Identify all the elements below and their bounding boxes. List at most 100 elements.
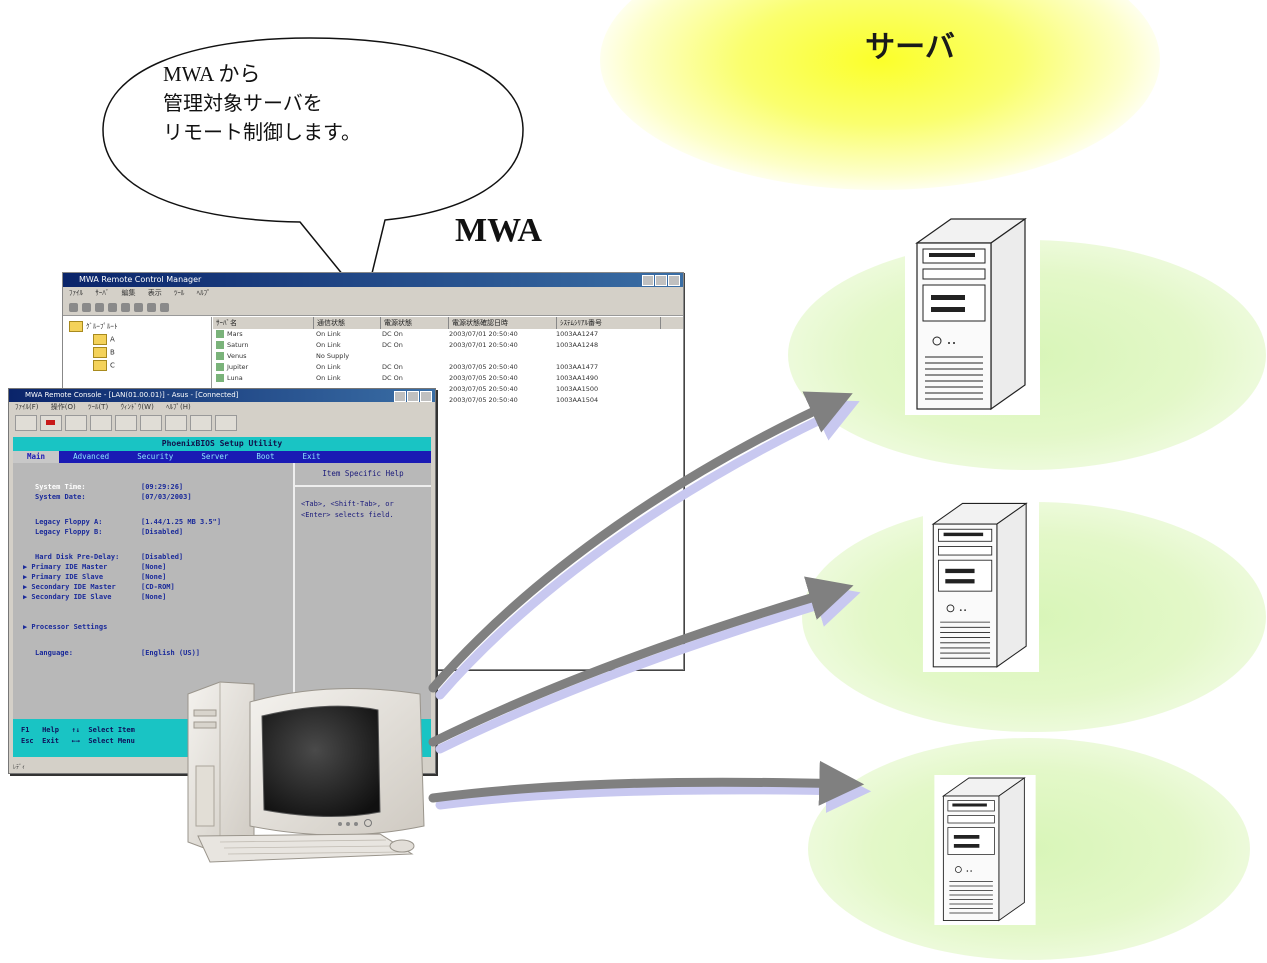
bios-item-value[interactable]: [CD-ROM]	[141, 583, 175, 591]
forward-icon[interactable]	[82, 302, 91, 312]
console-title: MWA Remote Console - [LAN(01.00.01)] - A…	[25, 391, 239, 399]
bios-item-label[interactable]: System Date:	[35, 493, 86, 501]
bios-item-label[interactable]: ▶ Processor Settings	[23, 623, 108, 631]
console-menu-window[interactable]: ｳｨﾝﾄﾞｳ(W)	[120, 403, 154, 411]
bios-item-label[interactable]: System Time:	[35, 483, 86, 491]
col-serial[interactable]: ｼｽﾃﾑｼﾘｱﾙ番号	[557, 317, 661, 329]
rcm-menu-view[interactable]: 表示	[147, 289, 162, 297]
key-icon[interactable]	[65, 415, 87, 431]
bios-item-label[interactable]: ▶ Primary IDE Master	[23, 563, 108, 571]
bios-item-value[interactable]: [Disabled]	[141, 553, 184, 561]
rcm-menu-help[interactable]: ﾍﾙﾌﾟ	[196, 289, 211, 297]
table-cell: Luna	[213, 373, 313, 384]
power-icon[interactable]	[115, 415, 137, 431]
table-cell: 2003/07/05 20:50:40	[449, 396, 518, 404]
tree-group-a[interactable]: A	[93, 334, 115, 345]
bios-item-label[interactable]: ▶ Secondary IDE Slave	[23, 593, 112, 601]
stop-icon[interactable]	[40, 415, 62, 431]
console-icon[interactable]	[121, 302, 130, 312]
help-icon[interactable]	[160, 302, 169, 312]
settings-icon[interactable]	[190, 415, 212, 431]
bios-item-value[interactable]: [09:29:26]	[141, 483, 184, 491]
rcm-menu-edit[interactable]: 編集	[121, 289, 136, 297]
rcm-menu-tools[interactable]: ﾂｰﾙ	[173, 289, 185, 297]
reset-icon[interactable]	[90, 415, 112, 431]
maximize-icon[interactable]	[407, 391, 419, 402]
minimize-icon[interactable]	[394, 391, 406, 402]
server-icon	[216, 374, 224, 382]
bios-tab-exit[interactable]: Exit	[302, 452, 321, 461]
bios-item-value[interactable]: [English (US)]	[141, 649, 201, 657]
bios-tab-main[interactable]: Main	[13, 451, 60, 463]
arrow-to-server-1	[428, 391, 853, 693]
table-cell: No Supply	[316, 352, 350, 360]
bios-item-value[interactable]: [None]	[141, 593, 167, 601]
console-menu-operate[interactable]: 操作(O)	[50, 403, 76, 411]
bios-item-label[interactable]: Language:	[35, 649, 73, 657]
table-cell: On Link	[316, 341, 341, 349]
minimize-icon[interactable]	[642, 275, 654, 286]
bios-item-label[interactable]: ▶ Primary IDE Slave	[23, 573, 104, 581]
server-tower-icon-3	[934, 775, 1036, 925]
rcm-title: MWA Remote Control Manager	[79, 275, 202, 284]
tree-group-b[interactable]: B	[93, 347, 115, 358]
bios-tab-server[interactable]: Server	[201, 452, 229, 461]
bios-item-label[interactable]: Legacy Floppy B:	[35, 528, 103, 536]
console-menu-help[interactable]: ﾍﾙﾌﾟ(H)	[166, 403, 191, 411]
table-cell: DC On	[382, 363, 403, 371]
col-checked-at[interactable]: 電源状態確認日時	[449, 317, 557, 329]
connect-icon[interactable]	[95, 302, 104, 312]
arrow-shadow-3	[435, 767, 872, 813]
tree-group-c[interactable]: C	[93, 360, 115, 371]
bios-item-value[interactable]: [None]	[141, 573, 167, 581]
folder-icon	[93, 347, 107, 358]
print-icon[interactable]	[165, 415, 187, 431]
back-icon[interactable]	[15, 415, 37, 431]
col-server-name[interactable]: ｻｰﾊﾞ名	[213, 317, 314, 329]
rcm-menubar: ﾌｧｲﾙ ｻｰﾊﾞ 編集 表示 ﾂｰﾙ ﾍﾙﾌﾟ	[63, 287, 683, 299]
close-icon[interactable]	[420, 391, 432, 402]
back-icon[interactable]	[69, 302, 78, 312]
bios-item-value[interactable]: [07/03/2003]	[141, 493, 192, 501]
bios-tabs: Main Advanced Security Server Boot Exit	[13, 451, 431, 463]
capture-icon[interactable]	[140, 415, 162, 431]
bios-item-label[interactable]: Legacy Floppy A:	[35, 518, 103, 526]
rcm-menu-server[interactable]: ｻｰﾊﾞ	[95, 289, 110, 297]
bios-tab-advanced[interactable]: Advanced	[73, 452, 110, 461]
bios-header: PhoenixBIOS Setup Utility	[13, 437, 431, 451]
speech-bubble-text: MWA から 管理対象サーバを リモート制御します。	[163, 60, 463, 147]
help-icon[interactable]	[215, 415, 237, 431]
table-cell: Venus	[213, 351, 313, 362]
console-menu-file[interactable]: ﾌｧｲﾙ(F)	[15, 403, 39, 411]
bios-tab-security[interactable]: Security	[137, 452, 174, 461]
bios-item-value[interactable]: [1.44/1.25 MB 3.5"]	[141, 518, 222, 526]
bios-item-label[interactable]: ▶ Secondary IDE Master	[23, 583, 116, 591]
maximize-icon[interactable]	[655, 275, 667, 286]
rcm-menu-file[interactable]: ﾌｧｲﾙ	[69, 289, 83, 297]
power-icon[interactable]	[108, 302, 117, 312]
col-power-state[interactable]: 電源状態	[381, 317, 449, 329]
bios-item-value[interactable]: [None]	[141, 563, 167, 571]
bios-tab-boot[interactable]: Boot	[256, 452, 275, 461]
bios-item-label[interactable]: Hard Disk Pre-Delay:	[35, 553, 120, 561]
close-icon[interactable]	[668, 275, 680, 286]
table-cell: On Link	[316, 330, 341, 338]
bubble-line-3: リモート制御します。	[163, 120, 361, 144]
table-cell: DC On	[382, 330, 403, 338]
col-link-state[interactable]: 通信状態	[314, 317, 381, 329]
properties-icon[interactable]	[147, 302, 156, 312]
bubble-line-1: MWA から	[163, 62, 261, 86]
console-menu-tools[interactable]: ﾂｰﾙ(T)	[87, 403, 109, 411]
refresh-icon[interactable]	[134, 302, 143, 312]
tree-root[interactable]: ｸﾞﾙｰﾌﾟﾙｰﾄ	[69, 321, 118, 332]
table-cell: On Link	[316, 374, 341, 382]
bios-item-value[interactable]: [Disabled]	[141, 528, 184, 536]
